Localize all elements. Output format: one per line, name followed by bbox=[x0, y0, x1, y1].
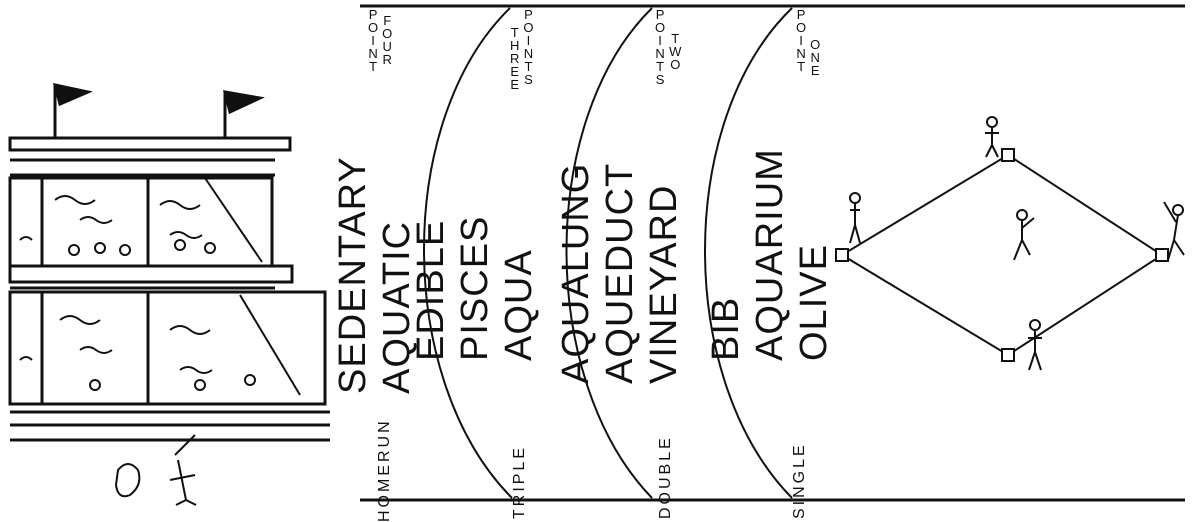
points-four-col-b: F O U R bbox=[382, 14, 394, 73]
points-four-col-a: P O I N T bbox=[368, 8, 380, 73]
word-item: SEDENTARY bbox=[331, 156, 375, 394]
zone-homerun-words: SEDENTARY AQUATIC bbox=[331, 154, 419, 394]
word-item: AQUEDUCT bbox=[598, 163, 642, 384]
letter: O bbox=[670, 58, 682, 71]
word-item: AQUA bbox=[497, 249, 541, 361]
player-figures-icon bbox=[850, 117, 1184, 370]
word-item: OLIVE bbox=[792, 244, 836, 361]
word-stack: EDIBLE PISCES AQUA bbox=[409, 191, 541, 361]
hit-text: TRIPLE bbox=[511, 445, 528, 519]
hit-label-double: DOUBLE bbox=[657, 459, 675, 519]
letter: E bbox=[510, 78, 521, 91]
points-two-col-a: P O I N T S bbox=[655, 8, 667, 86]
letter: E bbox=[811, 64, 822, 77]
hit-label-homerun: HOMERUN bbox=[376, 452, 394, 522]
word-item: EDIBLE bbox=[409, 220, 453, 361]
letter: T bbox=[797, 60, 807, 73]
points-two-label: P O I N T S T W O bbox=[655, 8, 683, 86]
baseball-diamond-icon bbox=[836, 149, 1168, 361]
hit-label-single: SINGLE bbox=[791, 459, 809, 519]
points-two-col-b: T W O bbox=[669, 32, 683, 86]
hit-text: DOUBLE bbox=[657, 435, 674, 519]
zone-triple-words: EDIBLE PISCES AQUA bbox=[409, 191, 541, 361]
points-four-label: P O I N T F O U R bbox=[368, 8, 394, 73]
word-item: AQUALUNG bbox=[554, 163, 598, 384]
letter: R bbox=[382, 53, 393, 66]
word-stack: AQUALUNG AQUEDUCT VINEYARD bbox=[554, 164, 686, 384]
word-item: PISCES bbox=[453, 216, 497, 361]
letter: T bbox=[369, 60, 379, 73]
points-three-col-b: P O I N T S bbox=[523, 8, 535, 91]
zone-single-words: BIB AQUARIUM OLIVE bbox=[704, 181, 836, 361]
letter: S bbox=[524, 73, 535, 86]
hit-label-triple: TRIPLE bbox=[511, 459, 529, 519]
pennant-flag-icon bbox=[55, 85, 260, 138]
word-item: BIB bbox=[704, 297, 748, 361]
letter: S bbox=[656, 73, 667, 86]
fan-figures-icon bbox=[116, 435, 196, 505]
zone-double-words: AQUALUNG AQUEDUCT VINEYARD bbox=[554, 164, 686, 384]
word-stack: BIB AQUARIUM OLIVE bbox=[704, 181, 836, 361]
word-item: AQUARIUM bbox=[748, 148, 792, 361]
word-item: VINEYARD bbox=[642, 185, 686, 384]
hit-text: HOMERUN bbox=[376, 418, 393, 522]
points-three-col-a: T H R E E bbox=[510, 26, 521, 91]
points-one-label: P O I N T O N E bbox=[796, 8, 822, 77]
word-stack: SEDENTARY AQUATIC bbox=[331, 154, 419, 394]
points-one-col-b: O N E bbox=[810, 38, 822, 77]
stadium-icon bbox=[10, 138, 330, 440]
points-three-label: T H R E E P O I N T S bbox=[510, 8, 536, 91]
hit-text: SINGLE bbox=[791, 442, 808, 519]
points-one-col-a: P O I N T bbox=[796, 8, 808, 77]
